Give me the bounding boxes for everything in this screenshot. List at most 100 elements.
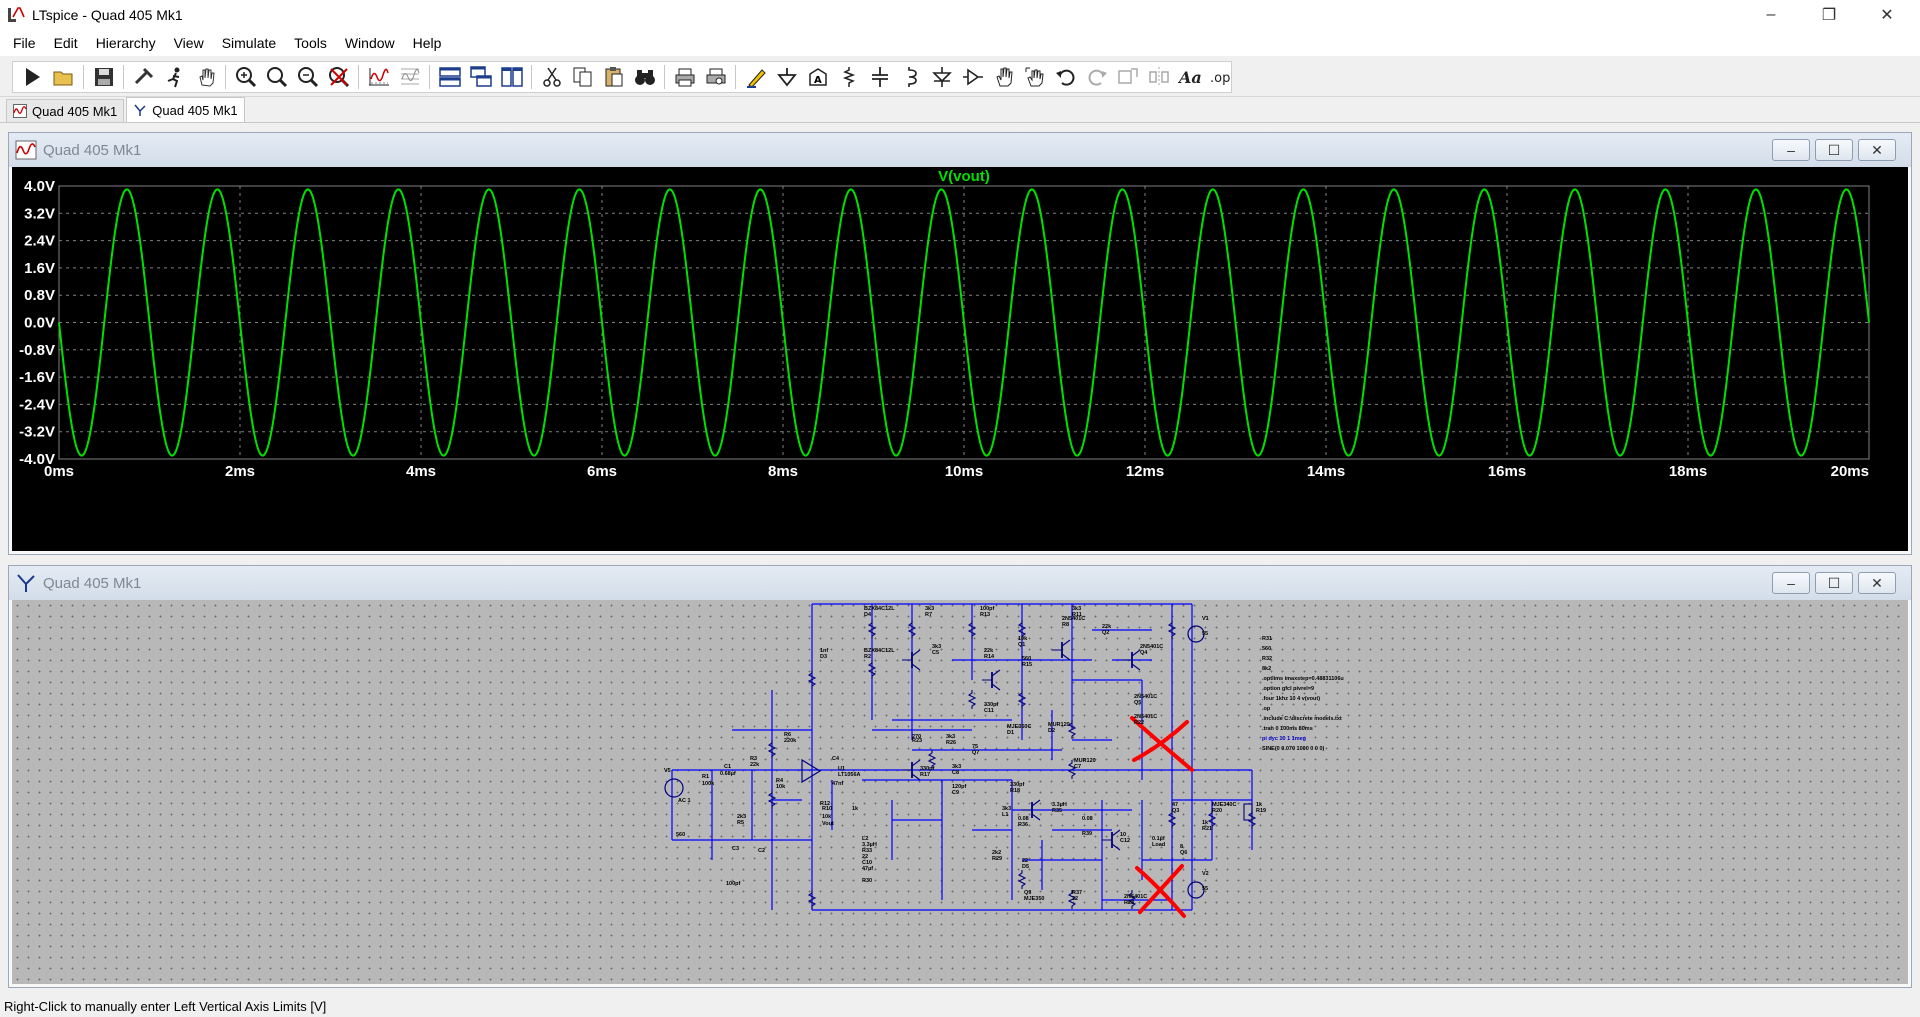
move-button[interactable]	[988, 63, 1019, 91]
component-label[interactable]: D3	[820, 654, 827, 660]
vout-trace[interactable]	[58, 188, 1870, 457]
mirror-button[interactable]	[1143, 63, 1174, 91]
component-label[interactable]: 22k	[984, 648, 994, 654]
component-label[interactable]: 2N5401C	[1140, 644, 1163, 650]
component-label[interactable]: C3	[732, 846, 739, 852]
component-label[interactable]: MJE350	[1024, 896, 1045, 902]
close-icon[interactable]: ✕	[1880, 7, 1894, 24]
component-label[interactable]: BZX84C12L	[864, 648, 895, 654]
spice-directive-text[interactable]: .op	[1262, 706, 1271, 712]
drag-button[interactable]	[1019, 63, 1050, 91]
diode-button[interactable]	[926, 63, 957, 91]
component-label[interactable]: MUR120	[1074, 758, 1096, 764]
component-label[interactable]: R7	[925, 612, 932, 618]
component-label[interactable]: C5	[932, 650, 939, 656]
component-label[interactable]: 47µf	[862, 866, 873, 872]
menu-edit[interactable]: Edit	[53, 35, 78, 51]
component-label[interactable]: 3.3µH	[862, 842, 877, 848]
trace-title[interactable]: V(vout)	[938, 168, 990, 185]
component-label[interactable]: U1	[838, 766, 845, 772]
component-label[interactable]: Q9	[1024, 890, 1031, 896]
component-label[interactable]: R6	[784, 732, 791, 738]
component-label[interactable]: C8	[952, 770, 959, 776]
restore-icon[interactable]: ☐	[1815, 572, 1853, 594]
component-label[interactable]: V5	[664, 768, 671, 774]
component-label[interactable]: 10	[1120, 832, 1126, 838]
component-label[interactable]: 120pf	[952, 784, 967, 790]
spice-directive-button[interactable]: .op	[1205, 63, 1236, 91]
component-label[interactable]: R23	[912, 738, 922, 744]
component-label[interactable]: 47nf	[832, 781, 843, 787]
component-label[interactable]: R2	[864, 654, 871, 660]
control-panel-button[interactable]	[128, 63, 159, 91]
component-label[interactable]: R32	[1262, 656, 1272, 662]
component-label[interactable]: R11	[1072, 612, 1082, 618]
menu-window[interactable]: Window	[344, 35, 395, 51]
component-label[interactable]: R14	[984, 654, 995, 660]
component-label[interactable]: Q1	[1018, 642, 1025, 648]
component-label[interactable]: 8k2	[1262, 666, 1271, 672]
find-button[interactable]	[629, 63, 660, 91]
rotate-button[interactable]	[1112, 63, 1143, 91]
component-label[interactable]: 1k	[1256, 802, 1263, 808]
component-label[interactable]: R12	[820, 801, 830, 807]
cut-button[interactable]	[536, 63, 567, 91]
component-label[interactable]: R20	[1212, 808, 1222, 814]
component-label[interactable]: R28	[1124, 900, 1134, 906]
component-label[interactable]: R18	[1010, 788, 1020, 794]
component-label[interactable]: 22	[1072, 896, 1078, 902]
component-label[interactable]: 0.1µf	[1152, 836, 1165, 842]
component-label[interactable]: 3k3	[1002, 806, 1011, 812]
component-label[interactable]: 100pf	[980, 606, 995, 612]
component-label[interactable]: R39	[1082, 831, 1092, 837]
component-label[interactable]: R29	[992, 856, 1002, 862]
component-label[interactable]: C1	[724, 764, 731, 770]
component-label[interactable]: D4	[864, 612, 872, 618]
component-label[interactable]: 10k	[1018, 636, 1028, 642]
component-label[interactable]: BZX84C12L	[864, 606, 895, 612]
component-label[interactable]: Q6	[1180, 850, 1187, 856]
run-button[interactable]	[17, 63, 48, 91]
waveform-window-titlebar[interactable]: Quad 405 Mk1 – ☐ ✕	[9, 133, 1911, 167]
minimize-icon[interactable]: –	[1772, 572, 1810, 594]
component-label[interactable]: D2	[1048, 728, 1055, 734]
component-label[interactable]: R26	[946, 740, 956, 746]
component-label[interactable]: 22	[1022, 858, 1028, 864]
component-label[interactable]: 2N5401C	[1134, 714, 1157, 720]
component-label[interactable]: Load	[1152, 842, 1165, 848]
component-label[interactable]: D1	[1007, 730, 1014, 736]
minimize-icon[interactable]: –	[1766, 6, 1776, 23]
component-label[interactable]: R15	[1022, 662, 1032, 668]
component-label[interactable]: Q2	[1102, 630, 1109, 636]
component-label[interactable]: 560	[1262, 646, 1271, 652]
tile-vertical-button[interactable]	[496, 63, 527, 91]
component-label[interactable]: C9	[952, 790, 959, 796]
component-label[interactable]: 47	[1172, 802, 1178, 808]
component-label[interactable]: 100pf	[726, 881, 741, 887]
component-label[interactable]: R3	[750, 756, 757, 762]
copy-button[interactable]	[567, 63, 598, 91]
spice-directive-text[interactable]: .tran 0 100ms 80ms	[1262, 726, 1313, 732]
component-label[interactable]: 330pf	[1010, 782, 1025, 788]
component-label[interactable]: R30	[862, 878, 872, 884]
paste-button[interactable]	[598, 63, 629, 91]
grid-button[interactable]	[394, 63, 425, 91]
spice-directive-text[interactable]: pi dyc 10 1 1meg	[1262, 736, 1306, 742]
label-net-button[interactable]: A	[802, 63, 833, 91]
menu-help[interactable]: Help	[412, 35, 442, 51]
component-label[interactable]: 8	[1180, 844, 1183, 850]
component-label[interactable]: 2N5401C	[1134, 694, 1157, 700]
component-label[interactable]: 10k	[776, 784, 786, 790]
component-label[interactable]: 330pf	[920, 766, 935, 772]
zoom-in-button[interactable]	[230, 63, 261, 91]
component-label[interactable]: Q3	[1172, 808, 1179, 814]
cascade-button[interactable]	[465, 63, 496, 91]
pan-button[interactable]	[190, 63, 221, 91]
component-label[interactable]: R31	[1262, 636, 1272, 642]
menu-file[interactable]: File	[13, 35, 36, 51]
halt-button[interactable]	[159, 63, 190, 91]
component-label[interactable]: L2	[862, 836, 868, 842]
component-label[interactable]: 560	[676, 832, 685, 838]
component-label[interactable]: R22	[1134, 720, 1144, 726]
